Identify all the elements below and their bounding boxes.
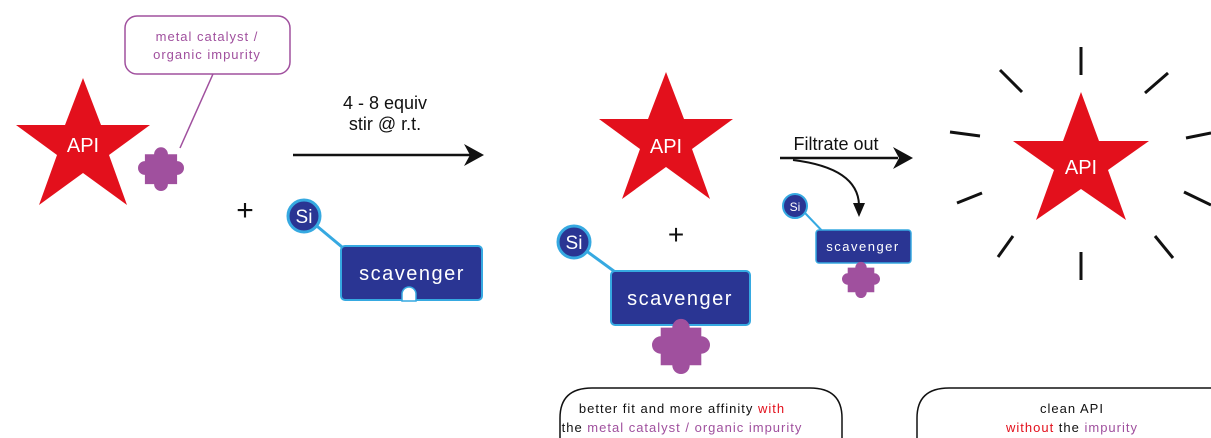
scavenger-label-2: scavenger [627, 288, 733, 310]
callout-line-1: metal catalyst / [156, 29, 259, 44]
shine-rays [949, 47, 1211, 280]
plus-sign-2: + [668, 219, 684, 250]
silica-bead-1 [286, 198, 322, 234]
scavenger-label-1: scavenger [359, 263, 465, 285]
callout-line-2: organic impurity [153, 47, 261, 62]
impurity-puzzle-piece-1 [138, 147, 184, 191]
api-star-1: API [16, 78, 150, 205]
filtered-scavenger: scavenger Si [782, 193, 912, 264]
impurity-puzzle-piece-2 [652, 318, 710, 374]
note-left: better fit and more affinity with the me… [559, 387, 843, 438]
si-label-3: Si [790, 200, 801, 214]
note-right: clean API without the impurity [916, 387, 1211, 438]
impurity-puzzle-piece-3 [842, 261, 880, 298]
note-left-line-1: better fit and more affinity with [579, 401, 785, 416]
si-label-1: Si [296, 207, 313, 228]
step-1-arrow: 4 - 8 equiv stir @ r.t. [293, 93, 484, 166]
scavenger-complex-2: scavenger Si [556, 224, 751, 326]
callout-bubble: metal catalyst / organic impurity [124, 15, 291, 75]
step-1-line-2: stir @ r.t. [349, 114, 421, 134]
step-2-label: Filtrate out [793, 134, 878, 154]
silica-bead-2 [556, 224, 592, 260]
scavenger-label-3: scavenger [826, 239, 899, 254]
api-star-2: API [599, 72, 733, 199]
step-1-line-1: 4 - 8 equiv [343, 93, 427, 113]
note-right-line-1: clean API [1040, 401, 1104, 416]
clean-api-star: API [1013, 92, 1149, 220]
api-label-3: API [1065, 157, 1097, 179]
silica-bead-3 [782, 193, 808, 219]
api-label-2: API [650, 136, 682, 158]
si-label-2: Si [566, 233, 583, 254]
plus-sign-1: + [236, 194, 254, 227]
scavenger-reagent-1: scavenger Si [286, 198, 483, 302]
step-2-arrow: Filtrate out [780, 134, 913, 217]
scavenger-socket-notch [401, 286, 417, 302]
api-label-1: API [67, 135, 99, 157]
callout-pointer-line [179, 73, 214, 149]
note-left-line-2: the metal catalyst / organic impurity [562, 420, 803, 435]
note-right-line-2: without the impurity [1005, 420, 1138, 435]
